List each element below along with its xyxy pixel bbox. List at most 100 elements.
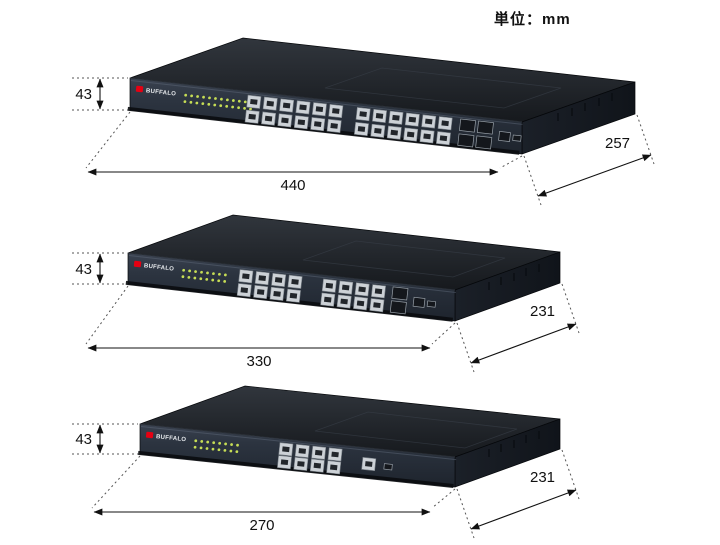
switch-8port-side-vents xyxy=(488,431,540,457)
depth-dimension-arrow xyxy=(470,489,577,530)
rj45-port-opening xyxy=(358,286,366,293)
rj45-port-opening xyxy=(357,126,366,132)
switch-16port-top-vent xyxy=(302,240,506,278)
led-indicator xyxy=(213,103,217,107)
led-indicator xyxy=(235,450,239,454)
rj45-port-opening xyxy=(406,131,415,138)
rj45-port-opening xyxy=(273,291,281,297)
width-dimension-label: 330 xyxy=(246,353,271,370)
rj45-port-opening xyxy=(329,464,338,471)
console-port xyxy=(498,131,511,142)
led-indicator xyxy=(187,275,191,279)
led-indicator xyxy=(218,441,222,445)
led-indicator xyxy=(205,447,209,450)
dimensions-8port: 43 270 231 xyxy=(72,423,580,539)
height-extension-lines xyxy=(72,77,128,111)
rj45-port-opening xyxy=(248,113,256,120)
rj45-port-opening xyxy=(274,277,283,283)
depth-extension-lines xyxy=(456,283,580,373)
rj45-port-opening xyxy=(408,116,417,123)
rj45-port-opening xyxy=(266,100,274,107)
width-dimension-label: 270 xyxy=(249,517,274,534)
switch-24port-unit: BUFFALO 43 440 257 xyxy=(72,37,655,206)
depth-dimension-label: 231 xyxy=(530,303,555,320)
rj45-port-opening xyxy=(331,451,339,458)
faceplate-highlight xyxy=(140,426,457,461)
led-indicator xyxy=(189,100,193,104)
switch-8port-front-details: BUFFALO xyxy=(137,426,457,488)
led-indicator xyxy=(194,439,198,443)
led-indicator xyxy=(193,276,197,280)
led-indicator xyxy=(200,440,204,443)
rj45-port-opening xyxy=(323,296,332,303)
led-indicator xyxy=(205,277,209,281)
led-indicator xyxy=(190,94,194,98)
rj45-port-opening xyxy=(341,284,350,291)
rj45-port-opening xyxy=(423,133,431,140)
width-dimension-label: 440 xyxy=(280,177,305,194)
switch-8port-front-edge-highlight xyxy=(139,423,456,458)
rj45-port-opening xyxy=(374,288,383,295)
rj45-port-opening xyxy=(313,121,322,127)
led-indicator xyxy=(199,446,203,450)
led-indicator xyxy=(249,107,252,111)
faceplate-highlight xyxy=(128,255,456,293)
led-indicator xyxy=(230,443,233,446)
led-indicator xyxy=(208,96,211,100)
rj45-port-opening xyxy=(325,282,334,289)
sfp-slot xyxy=(476,120,494,135)
led-indicator xyxy=(196,95,199,98)
led-indicator xyxy=(217,448,221,452)
rj45-port-opening xyxy=(424,118,433,125)
height-extension-lines xyxy=(72,252,126,285)
led-indicator xyxy=(188,269,191,273)
rj45-port-opening xyxy=(264,115,273,122)
switch-24port-front-edge-highlight xyxy=(129,77,523,123)
rj45-port-opening xyxy=(439,135,448,142)
rj45-port-opening xyxy=(340,298,348,305)
rj45-port-opening xyxy=(299,104,307,111)
led-indicator xyxy=(217,279,221,283)
led-indicator xyxy=(212,441,216,445)
rj45-port-opening xyxy=(240,287,249,294)
height-dimension-label: 43 xyxy=(75,261,92,278)
led-indicator xyxy=(202,95,205,99)
led-indicator xyxy=(223,280,227,283)
rj45-port-opening xyxy=(280,459,289,466)
rj45-port-opening xyxy=(250,98,258,105)
switch-8port-top-vent xyxy=(314,411,518,449)
led-indicator xyxy=(211,447,215,451)
rj45-port-opening xyxy=(258,275,267,281)
led-indicator xyxy=(218,272,221,276)
usb-port xyxy=(512,134,522,142)
switch-16port-front-details: BUFFALO xyxy=(125,255,456,322)
led-indicator xyxy=(219,104,223,108)
rj45-port-opening xyxy=(365,461,373,467)
dimensions-24port: 43 440 257 xyxy=(72,77,655,206)
sfp-slot xyxy=(389,300,407,315)
rj45-port-opening xyxy=(332,108,340,114)
led-indicator xyxy=(224,442,227,446)
rj45-port-opening xyxy=(298,448,307,454)
led-indicator xyxy=(194,270,197,273)
led-indicator xyxy=(214,97,217,100)
buffalo-logo-text: BUFFALO xyxy=(146,88,177,97)
rj45-port-opening xyxy=(374,127,382,134)
switch-8port-unit: BUFFALO 43 270 231 xyxy=(72,385,580,539)
led-indicator xyxy=(223,273,227,277)
rj45-port-opening xyxy=(282,102,291,109)
rj45-port-opening xyxy=(330,123,338,129)
rj45-port-opening xyxy=(375,113,384,119)
switch-16port-unit: BUFFALO 43 330 231 xyxy=(72,214,580,373)
rj45-port-opening xyxy=(291,278,299,285)
led-indicator xyxy=(201,102,205,106)
led-indicator xyxy=(183,100,187,104)
usb-port xyxy=(383,463,393,471)
height-dimension-label: 43 xyxy=(75,86,92,103)
rj45-port-opening xyxy=(289,292,298,299)
buffalo-logo-mark xyxy=(135,85,144,93)
height-dimension-label: 43 xyxy=(75,431,92,448)
width-extension-lines xyxy=(85,111,523,169)
rj45-port-opening xyxy=(281,117,289,124)
